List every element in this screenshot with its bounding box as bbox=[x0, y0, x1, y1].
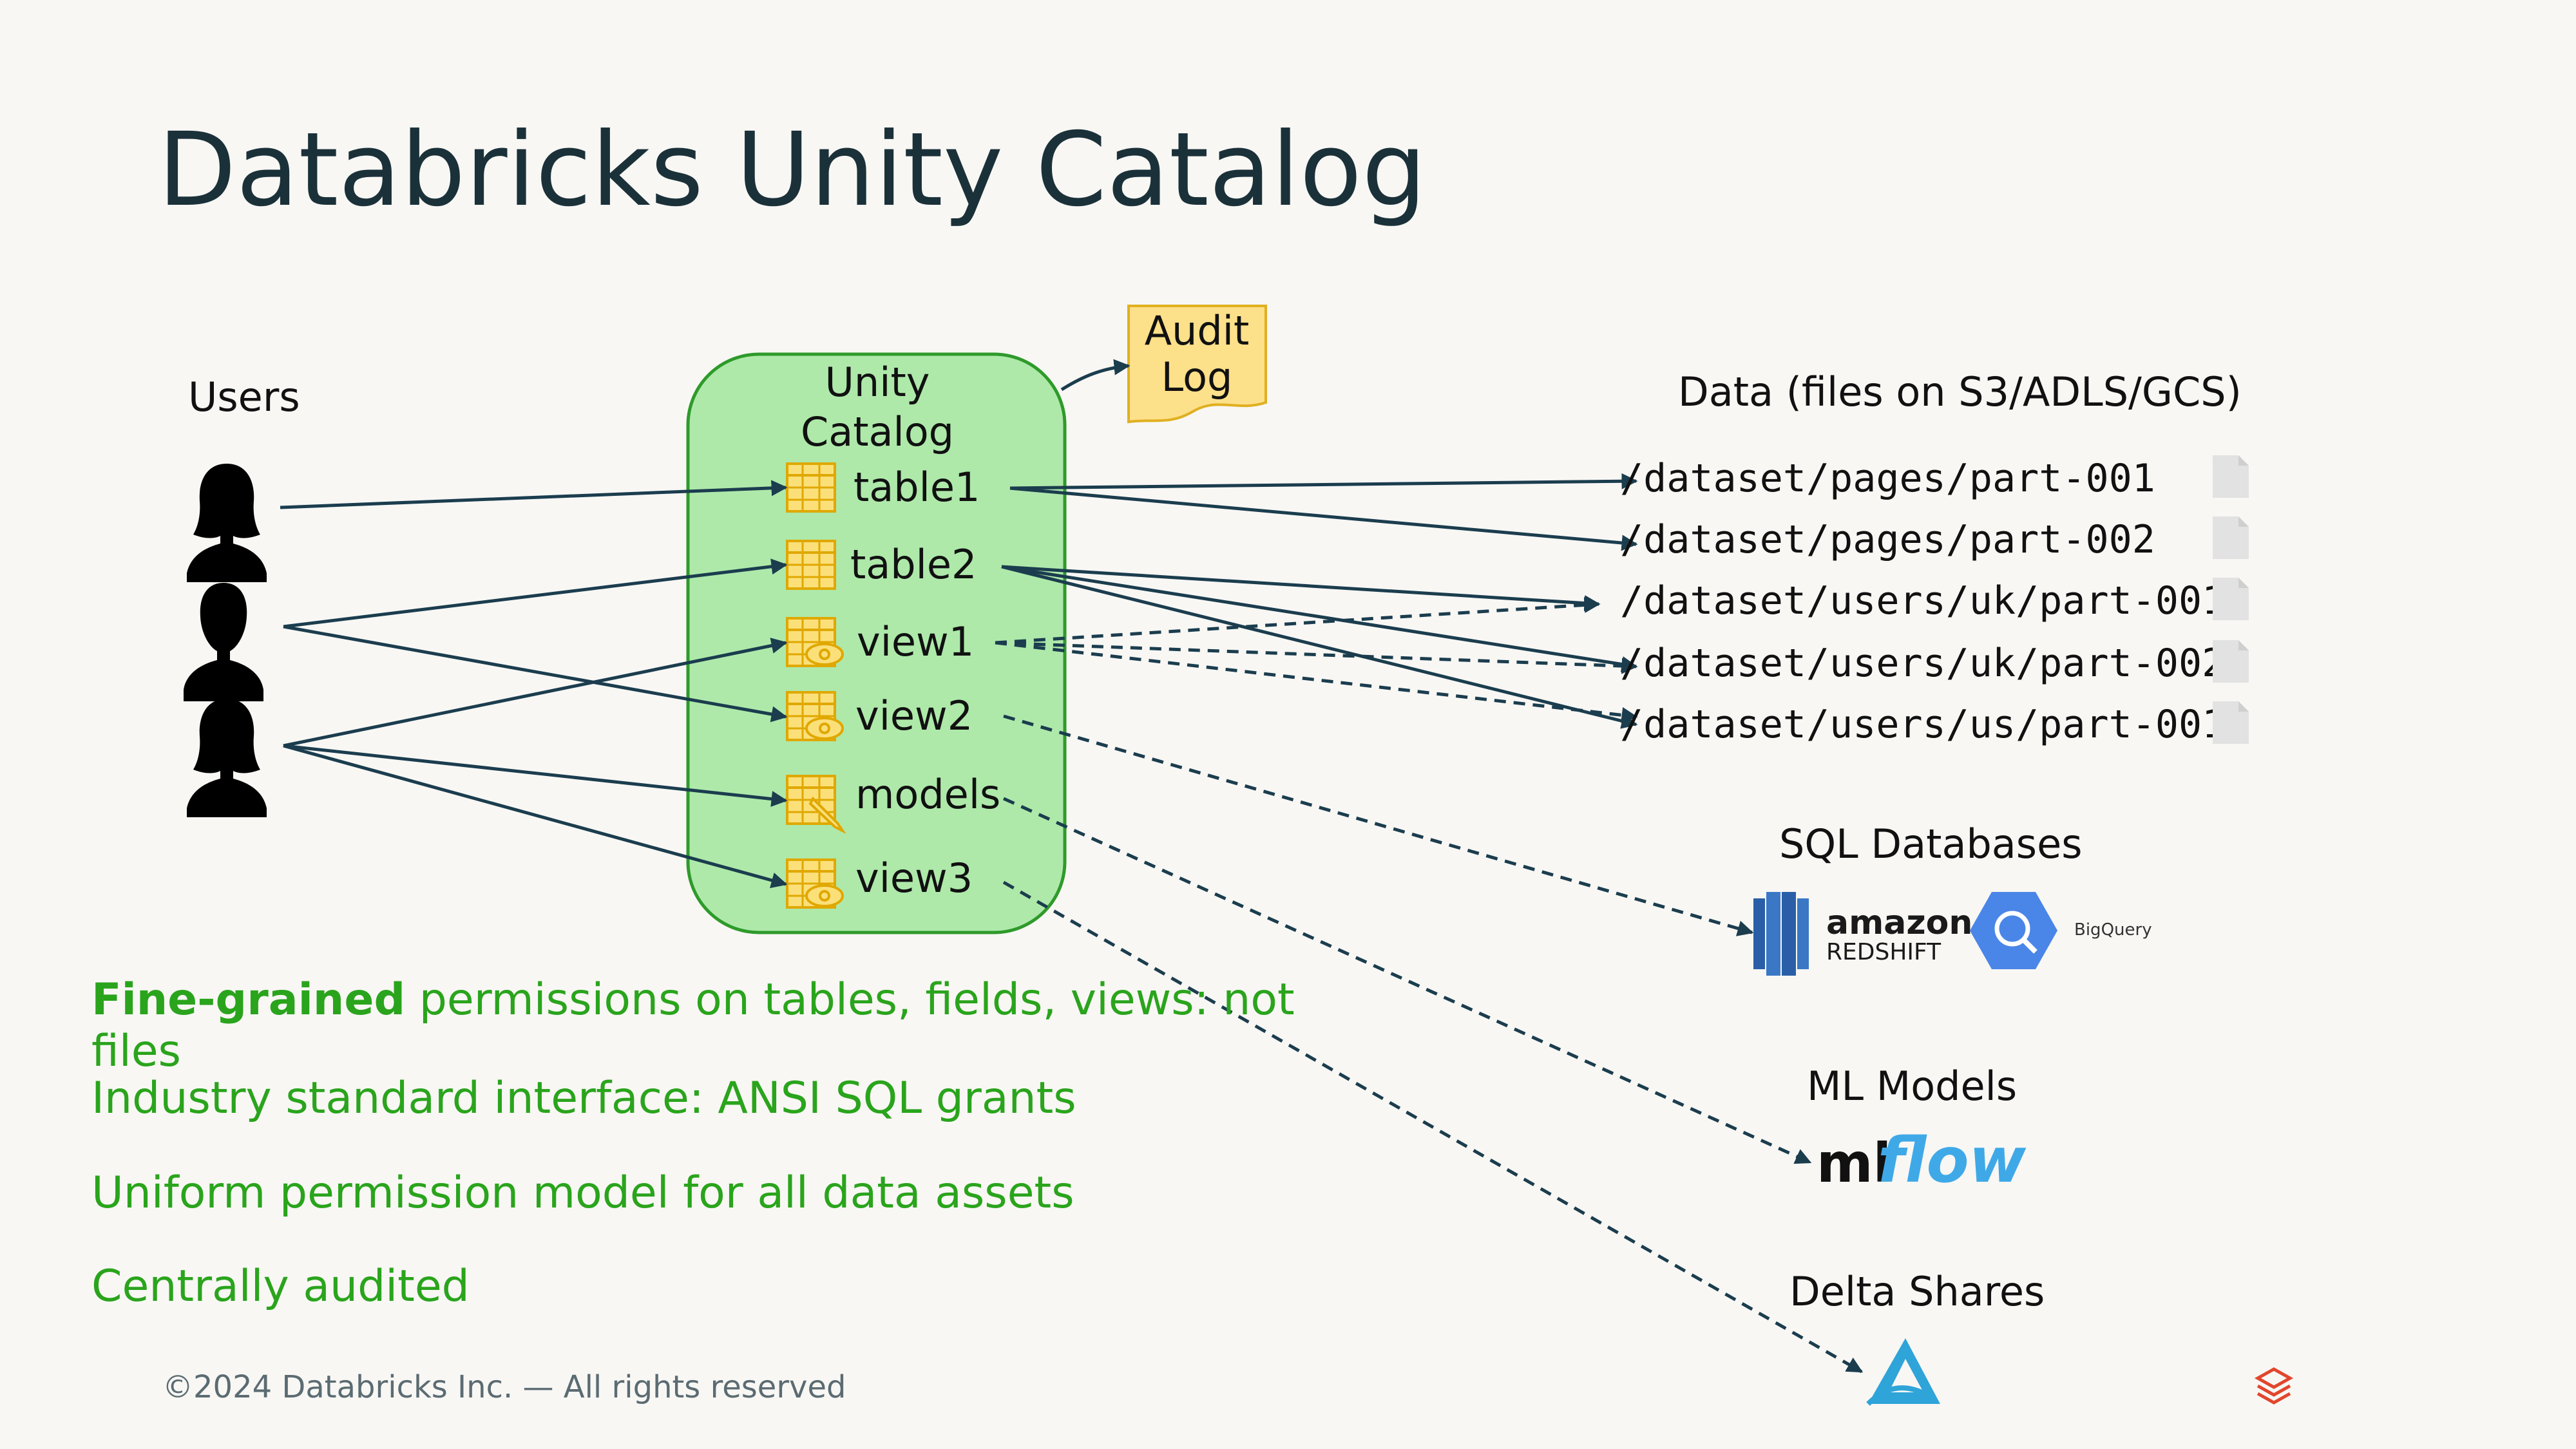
user-arrow bbox=[283, 558, 788, 629]
user-female-icon bbox=[187, 464, 267, 582]
file-icon bbox=[2213, 516, 2249, 559]
audit-log-note: Audit Log bbox=[1127, 305, 1267, 424]
audit-arrow bbox=[1060, 359, 1131, 392]
bullet-1-cont: files bbox=[91, 1026, 181, 1077]
file-icon bbox=[2213, 701, 2249, 744]
redshift-logo: amazon REDSHIFT bbox=[1753, 892, 1972, 976]
view2-arrow bbox=[1003, 714, 1754, 936]
bullet-1-text: permissions on tables, fields, views: no… bbox=[405, 974, 1295, 1025]
view-icon bbox=[805, 643, 844, 666]
user-arrow bbox=[283, 625, 788, 723]
data-path-3: /dataset/users/uk/part-001 bbox=[1620, 578, 2225, 623]
user-arrow bbox=[283, 744, 788, 889]
view-arrow bbox=[995, 596, 1601, 645]
model-icon bbox=[808, 796, 846, 835]
catalog-item-label: view2 bbox=[855, 692, 973, 739]
databricks-logo-icon bbox=[2254, 1367, 2294, 1405]
table-icon bbox=[786, 540, 836, 590]
user-arrow bbox=[283, 638, 788, 748]
file-icon bbox=[2213, 578, 2249, 620]
catalog-item-models[interactable]: models bbox=[786, 771, 1000, 835]
bullet-2: Industry standard interface: ANSI SQL gr… bbox=[91, 1073, 1076, 1124]
mlflow-flow: flow bbox=[1878, 1124, 2027, 1197]
data-path-5: /dataset/users/us/part-001 bbox=[1620, 702, 2225, 747]
user-male-icon bbox=[184, 583, 263, 701]
audit-log-line1: Audit bbox=[1145, 307, 1250, 354]
unity-catalog-box bbox=[686, 352, 1067, 934]
redshift-label-line2: REDSHIFT bbox=[1826, 939, 1942, 965]
data-arrow bbox=[1009, 486, 1638, 551]
delta-section-label: Delta Shares bbox=[1789, 1268, 2045, 1315]
footer-copyright: ©2024 Databricks Inc. — All rights reser… bbox=[162, 1369, 846, 1405]
file-icon bbox=[2213, 640, 2249, 683]
bigquery-label: BigQuery bbox=[2074, 920, 2152, 940]
user-female-icon bbox=[187, 699, 267, 817]
data-arrow bbox=[1001, 565, 1638, 729]
delta-sharing-icon bbox=[1866, 1338, 1940, 1406]
bigquery-logo: BigQuery bbox=[1970, 892, 2152, 969]
mlflow-ml: ml bbox=[1817, 1132, 1891, 1195]
catalog-item-label: view1 bbox=[857, 618, 974, 665]
models-arrow bbox=[1002, 797, 1812, 1164]
table-icon bbox=[786, 462, 836, 513]
bigquery-icon bbox=[1994, 911, 2030, 947]
bullet-1-strong: Fine-grained bbox=[91, 974, 405, 1025]
catalog-item-label: view3 bbox=[855, 855, 973, 902]
user-arrow bbox=[283, 744, 788, 807]
bullet-1: Fine-grained permissions on tables, fiel… bbox=[91, 974, 1295, 1025]
ml-section-label: ML Models bbox=[1807, 1063, 2017, 1110]
data-path-2: /dataset/pages/part-002 bbox=[1620, 517, 2155, 562]
page-title: Databricks Unity Catalog bbox=[158, 111, 1426, 229]
data-section-label: Data (files on S3/ADLS/GCS) bbox=[1678, 368, 2242, 415]
catalog-item-label: table1 bbox=[854, 464, 980, 511]
data-arrow bbox=[1001, 565, 1601, 612]
mlflow-logo: ml flow bbox=[1817, 1124, 2027, 1197]
redshift-label-line1: amazon bbox=[1826, 904, 1972, 942]
view-arrow bbox=[995, 641, 1638, 723]
data-arrow bbox=[1001, 565, 1638, 672]
bullet-3: Uniform permission model for all data as… bbox=[91, 1168, 1074, 1218]
file-icon bbox=[2213, 455, 2249, 498]
bullet-4: Centrally audited bbox=[91, 1261, 470, 1312]
data-path-1: /dataset/pages/part-001 bbox=[1620, 456, 2155, 501]
catalog-item-table2[interactable]: table2 bbox=[786, 540, 977, 590]
catalog-item-view1[interactable]: view1 bbox=[786, 617, 974, 667]
catalog-item-label: table2 bbox=[850, 541, 977, 588]
catalog-item-table1[interactable]: table1 bbox=[786, 462, 980, 513]
catalog-label-line1: Unity bbox=[825, 359, 930, 406]
view-arrow bbox=[995, 641, 1638, 674]
catalog-label-line2: Catalog bbox=[801, 408, 954, 455]
users-label: Users bbox=[188, 374, 300, 421]
catalog-item-view3[interactable]: view3 bbox=[786, 855, 973, 909]
view-icon bbox=[805, 717, 844, 740]
catalog-item-view2[interactable]: view2 bbox=[786, 691, 973, 741]
data-path-4: /dataset/users/uk/part-002 bbox=[1620, 641, 2225, 686]
data-arrow bbox=[1009, 473, 1638, 490]
user-arrow bbox=[280, 480, 788, 509]
view3-arrow bbox=[1002, 880, 1864, 1374]
catalog-item-label: models bbox=[855, 771, 1000, 818]
view-icon bbox=[805, 884, 844, 907]
audit-log-line2: Log bbox=[1161, 354, 1233, 401]
sql-section-label: SQL Databases bbox=[1779, 820, 2083, 867]
